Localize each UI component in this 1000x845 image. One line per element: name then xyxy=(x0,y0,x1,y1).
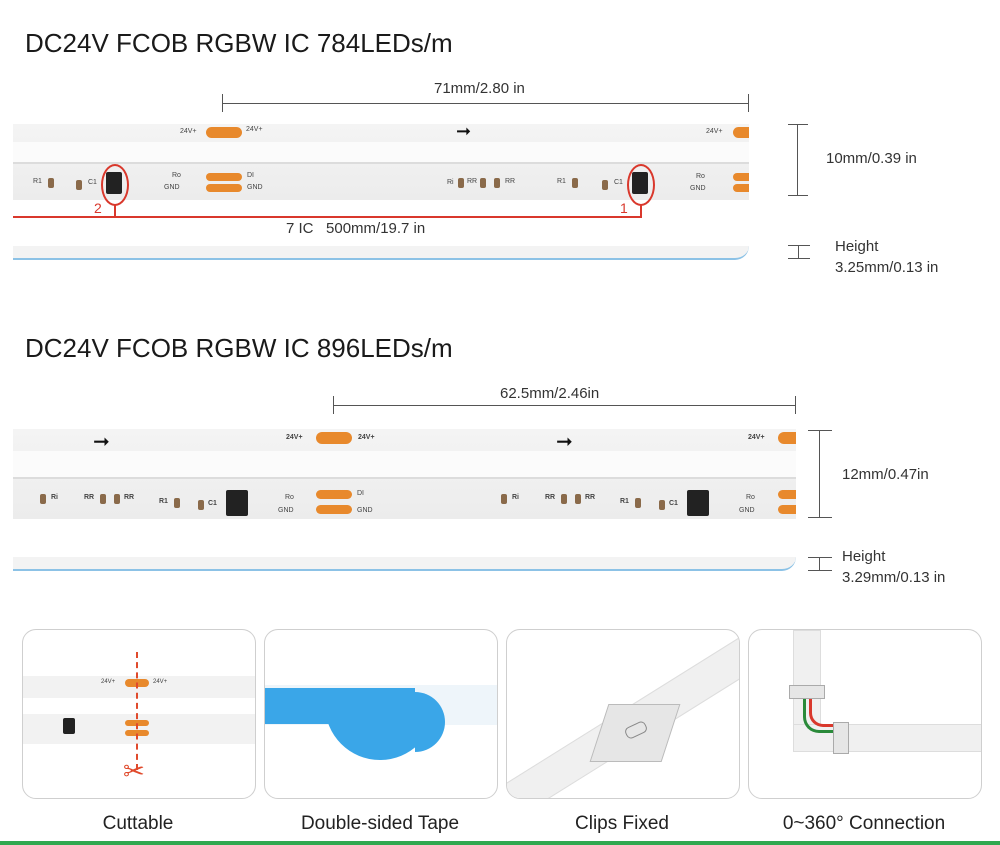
caption-connection: 0~360° Connection xyxy=(782,813,946,834)
width-label: 10mm/0.39 in xyxy=(826,150,917,167)
cut-line xyxy=(136,652,138,770)
height-label: Height xyxy=(835,238,879,255)
ic-chip xyxy=(687,490,709,516)
direction-arrow-icon: ➞ xyxy=(93,431,110,453)
direction-arrow-icon: ➞ xyxy=(456,121,472,141)
height-label: Height xyxy=(842,548,886,565)
feature-card-tape xyxy=(264,629,498,799)
led-strip-896 xyxy=(13,429,796,519)
caption-clips: Clips Fixed xyxy=(575,813,669,834)
pitch-label: 71mm/2.80 in xyxy=(434,80,525,97)
ic-marker-1 xyxy=(627,164,655,206)
height-value: 3.25mm/0.13 in xyxy=(835,259,939,276)
section2-title: DC24V FCOB RGBW IC 896LEDs/m xyxy=(25,333,453,363)
caption-cuttable: Cuttable xyxy=(102,813,174,834)
pitch-dimension-line xyxy=(222,103,749,104)
section1-title: DC24V FCOB RGBW IC 784LEDs/m xyxy=(25,28,453,58)
power-pad xyxy=(206,127,242,138)
led-strip-784 xyxy=(13,124,749,200)
feature-card-clips xyxy=(506,629,740,799)
scissors-icon: ✂ xyxy=(123,756,145,786)
strip-side-profile xyxy=(13,557,796,571)
pitch-label: 62.5mm/2.46in xyxy=(500,385,600,402)
bottom-accent-line xyxy=(0,841,1000,845)
width-label: 12mm/0.47in xyxy=(842,466,929,483)
height-value: 3.29mm/0.13 in xyxy=(842,569,946,586)
power-pad xyxy=(316,432,352,444)
ic-marker-2 xyxy=(101,164,129,206)
strip-side-profile xyxy=(13,246,749,260)
feature-card-connection xyxy=(748,629,982,799)
feature-card-cuttable: 24V+ 24V+ ✂ xyxy=(22,629,256,799)
ic-chip xyxy=(226,490,248,516)
cut-length-label: 7 IC 500mm/19.7 in xyxy=(286,220,426,237)
caption-tape: Double-sided Tape xyxy=(300,813,460,834)
direction-arrow-icon: ➞ xyxy=(556,431,573,453)
connector-icon xyxy=(803,690,836,733)
pitch-dimension-line xyxy=(333,405,796,406)
